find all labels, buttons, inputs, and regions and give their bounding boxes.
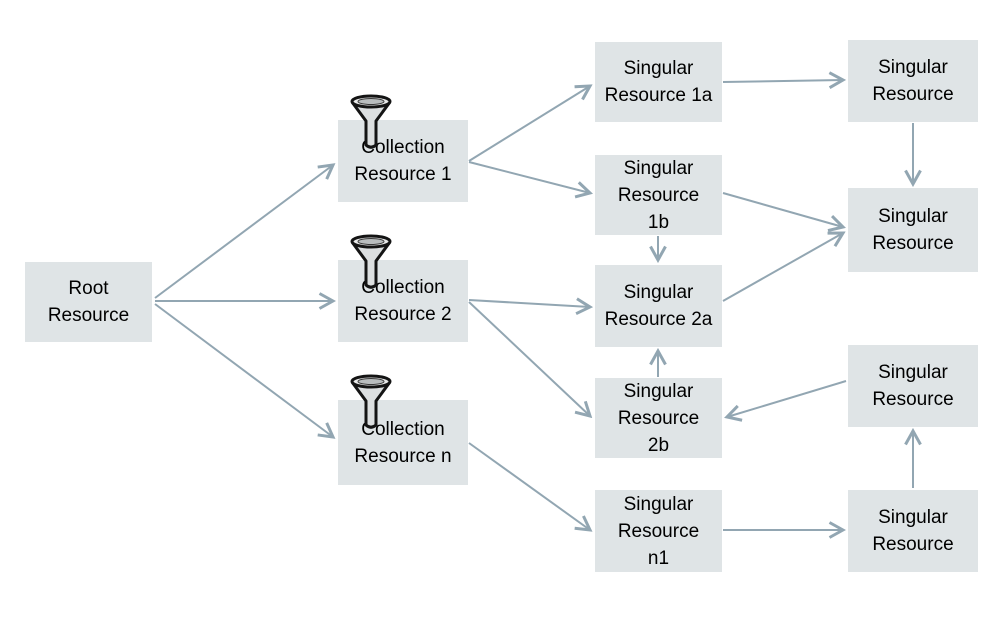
arrow-right-3-to-singular-2b <box>727 380 847 417</box>
arrow-collection-1-to-singular-1a <box>468 86 590 162</box>
node-label: Singular Resource <box>872 507 954 555</box>
node-singular-resource-right-2: Singular Resource <box>848 188 978 272</box>
node-singular-resource-right-1: Singular Resource <box>848 40 978 122</box>
arrow-singular-1a-to-right-1 <box>722 80 843 82</box>
node-label: Singular Resource 2b <box>617 380 700 456</box>
funnel-icon <box>350 374 392 429</box>
node-singular-resource-right-3: Singular Resource <box>848 345 978 427</box>
node-label: Collection Resource 1 <box>354 137 452 185</box>
node-label: Singular Resource 1b <box>617 157 700 233</box>
node-label: Collection Resource 2 <box>354 277 452 325</box>
node-singular-resource-1a: Singular Resource 1a <box>595 42 722 122</box>
arrow-singular-2a-to-right-2 <box>722 233 843 302</box>
arrow-singular-1b-to-right-2 <box>722 192 843 227</box>
arrow-collection-2-to-singular-2a <box>468 300 590 307</box>
funnel-icon <box>350 234 392 289</box>
arrow-collection-n-to-singular-n1 <box>468 442 590 530</box>
node-label: Singular Resource 1a <box>604 58 713 106</box>
node-singular-resource-2a: Singular Resource 2a <box>595 265 722 347</box>
node-label: Singular Resource <box>872 362 954 410</box>
node-label: Singular Resource n1 <box>617 493 700 569</box>
node-collection-resource-2: Collection Resource 2 <box>338 260 468 342</box>
node-label: Singular Resource <box>872 206 954 254</box>
node-collection-resource-1: Collection Resource 1 <box>338 120 468 202</box>
node-singular-resource-2b: Singular Resource 2b <box>595 378 722 458</box>
arrow-collection-2-to-singular-2b <box>468 301 590 416</box>
node-root-resource: Root Resource <box>25 262 152 342</box>
node-label: Singular Resource <box>872 57 954 105</box>
node-label: Singular Resource 2a <box>604 282 713 330</box>
arrow-root-to-collection-1 <box>154 165 333 299</box>
node-collection-resource-n: Collection Resource n <box>338 400 468 485</box>
arrow-collection-1-to-singular-1b <box>468 161 590 193</box>
node-singular-resource-right-4: Singular Resource <box>848 490 978 572</box>
node-label: Collection Resource n <box>354 418 452 467</box>
arrow-root-to-collection-n <box>154 303 333 437</box>
node-singular-resource-n1: Singular Resource n1 <box>595 490 722 572</box>
node-label: Root Resource <box>47 278 130 326</box>
node-singular-resource-1b: Singular Resource 1b <box>595 155 722 235</box>
funnel-icon <box>350 94 392 149</box>
